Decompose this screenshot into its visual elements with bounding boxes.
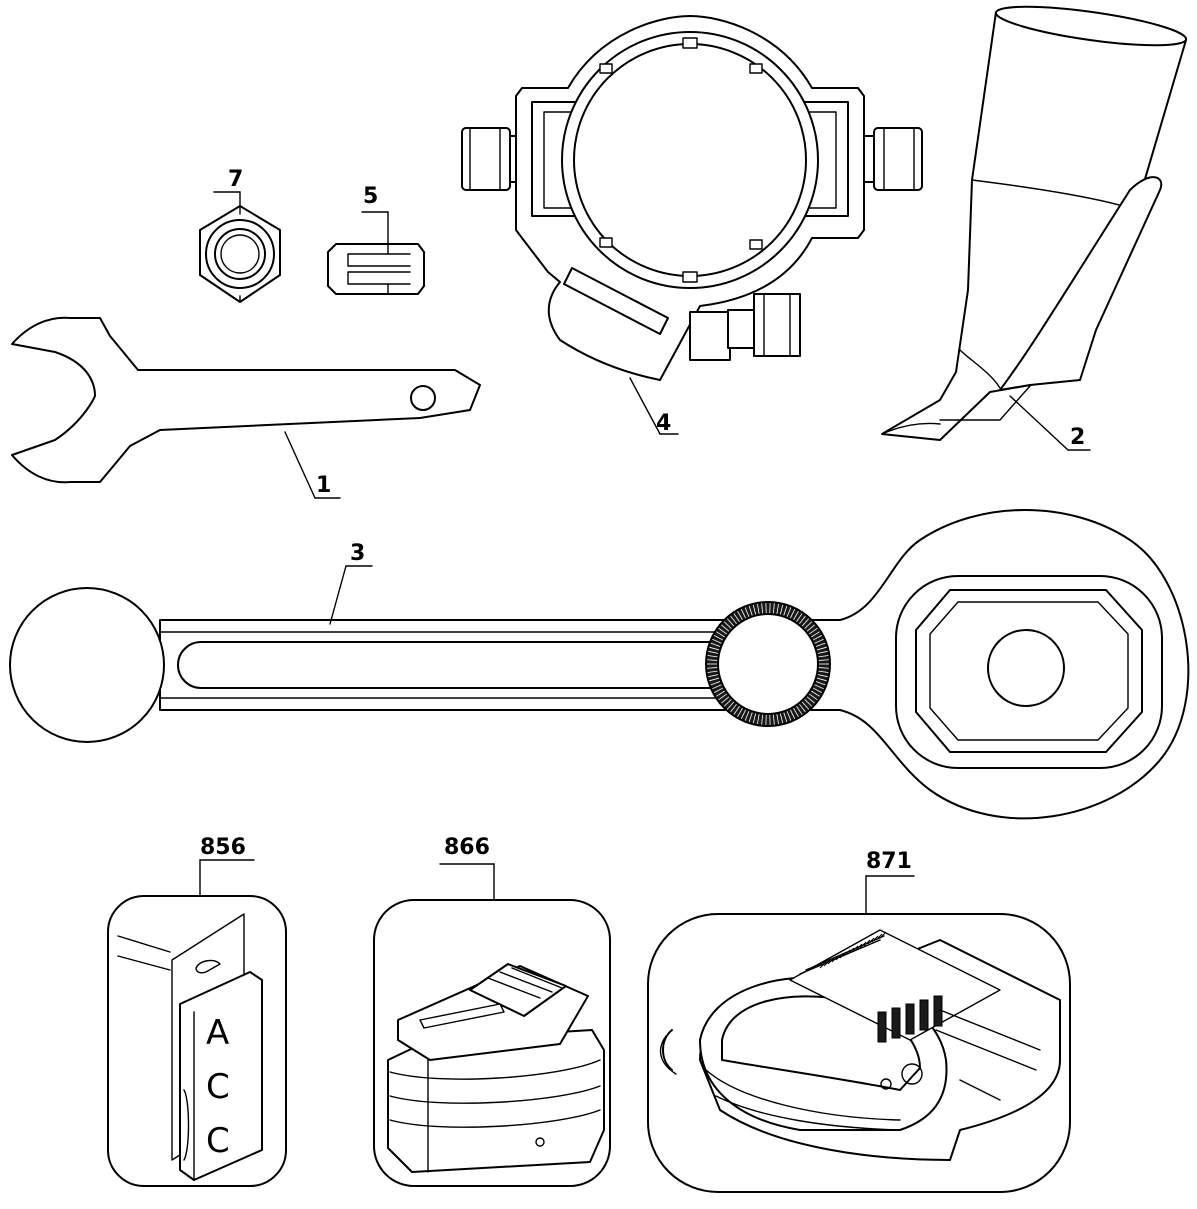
callout-4: 4	[656, 411, 671, 436]
part-871-charger	[648, 876, 1070, 1192]
callout-2: 2	[1070, 425, 1085, 450]
callout-871: 871	[866, 849, 912, 874]
callout-7: 7	[228, 167, 243, 192]
callout-1: 1	[316, 473, 331, 498]
part-1-wrench	[12, 318, 480, 498]
callout-856: 856	[200, 835, 246, 860]
part-7-collet-nut	[200, 192, 280, 302]
label-letter-2: C	[206, 1067, 230, 1107]
part-4-base-adapter	[462, 16, 922, 434]
part-5-collet	[328, 212, 424, 294]
part-3-guide-arm	[10, 510, 1188, 818]
label-letter-3: C	[206, 1121, 230, 1161]
part-2-dust-nozzle	[882, 0, 1188, 450]
callout-5: 5	[363, 184, 378, 209]
part-856-label-sheet: A C C	[108, 860, 286, 1186]
callout-3: 3	[350, 541, 365, 566]
callout-866: 866	[444, 835, 490, 860]
part-866-battery-pack	[374, 864, 610, 1186]
label-letter-1: A	[206, 1013, 229, 1053]
